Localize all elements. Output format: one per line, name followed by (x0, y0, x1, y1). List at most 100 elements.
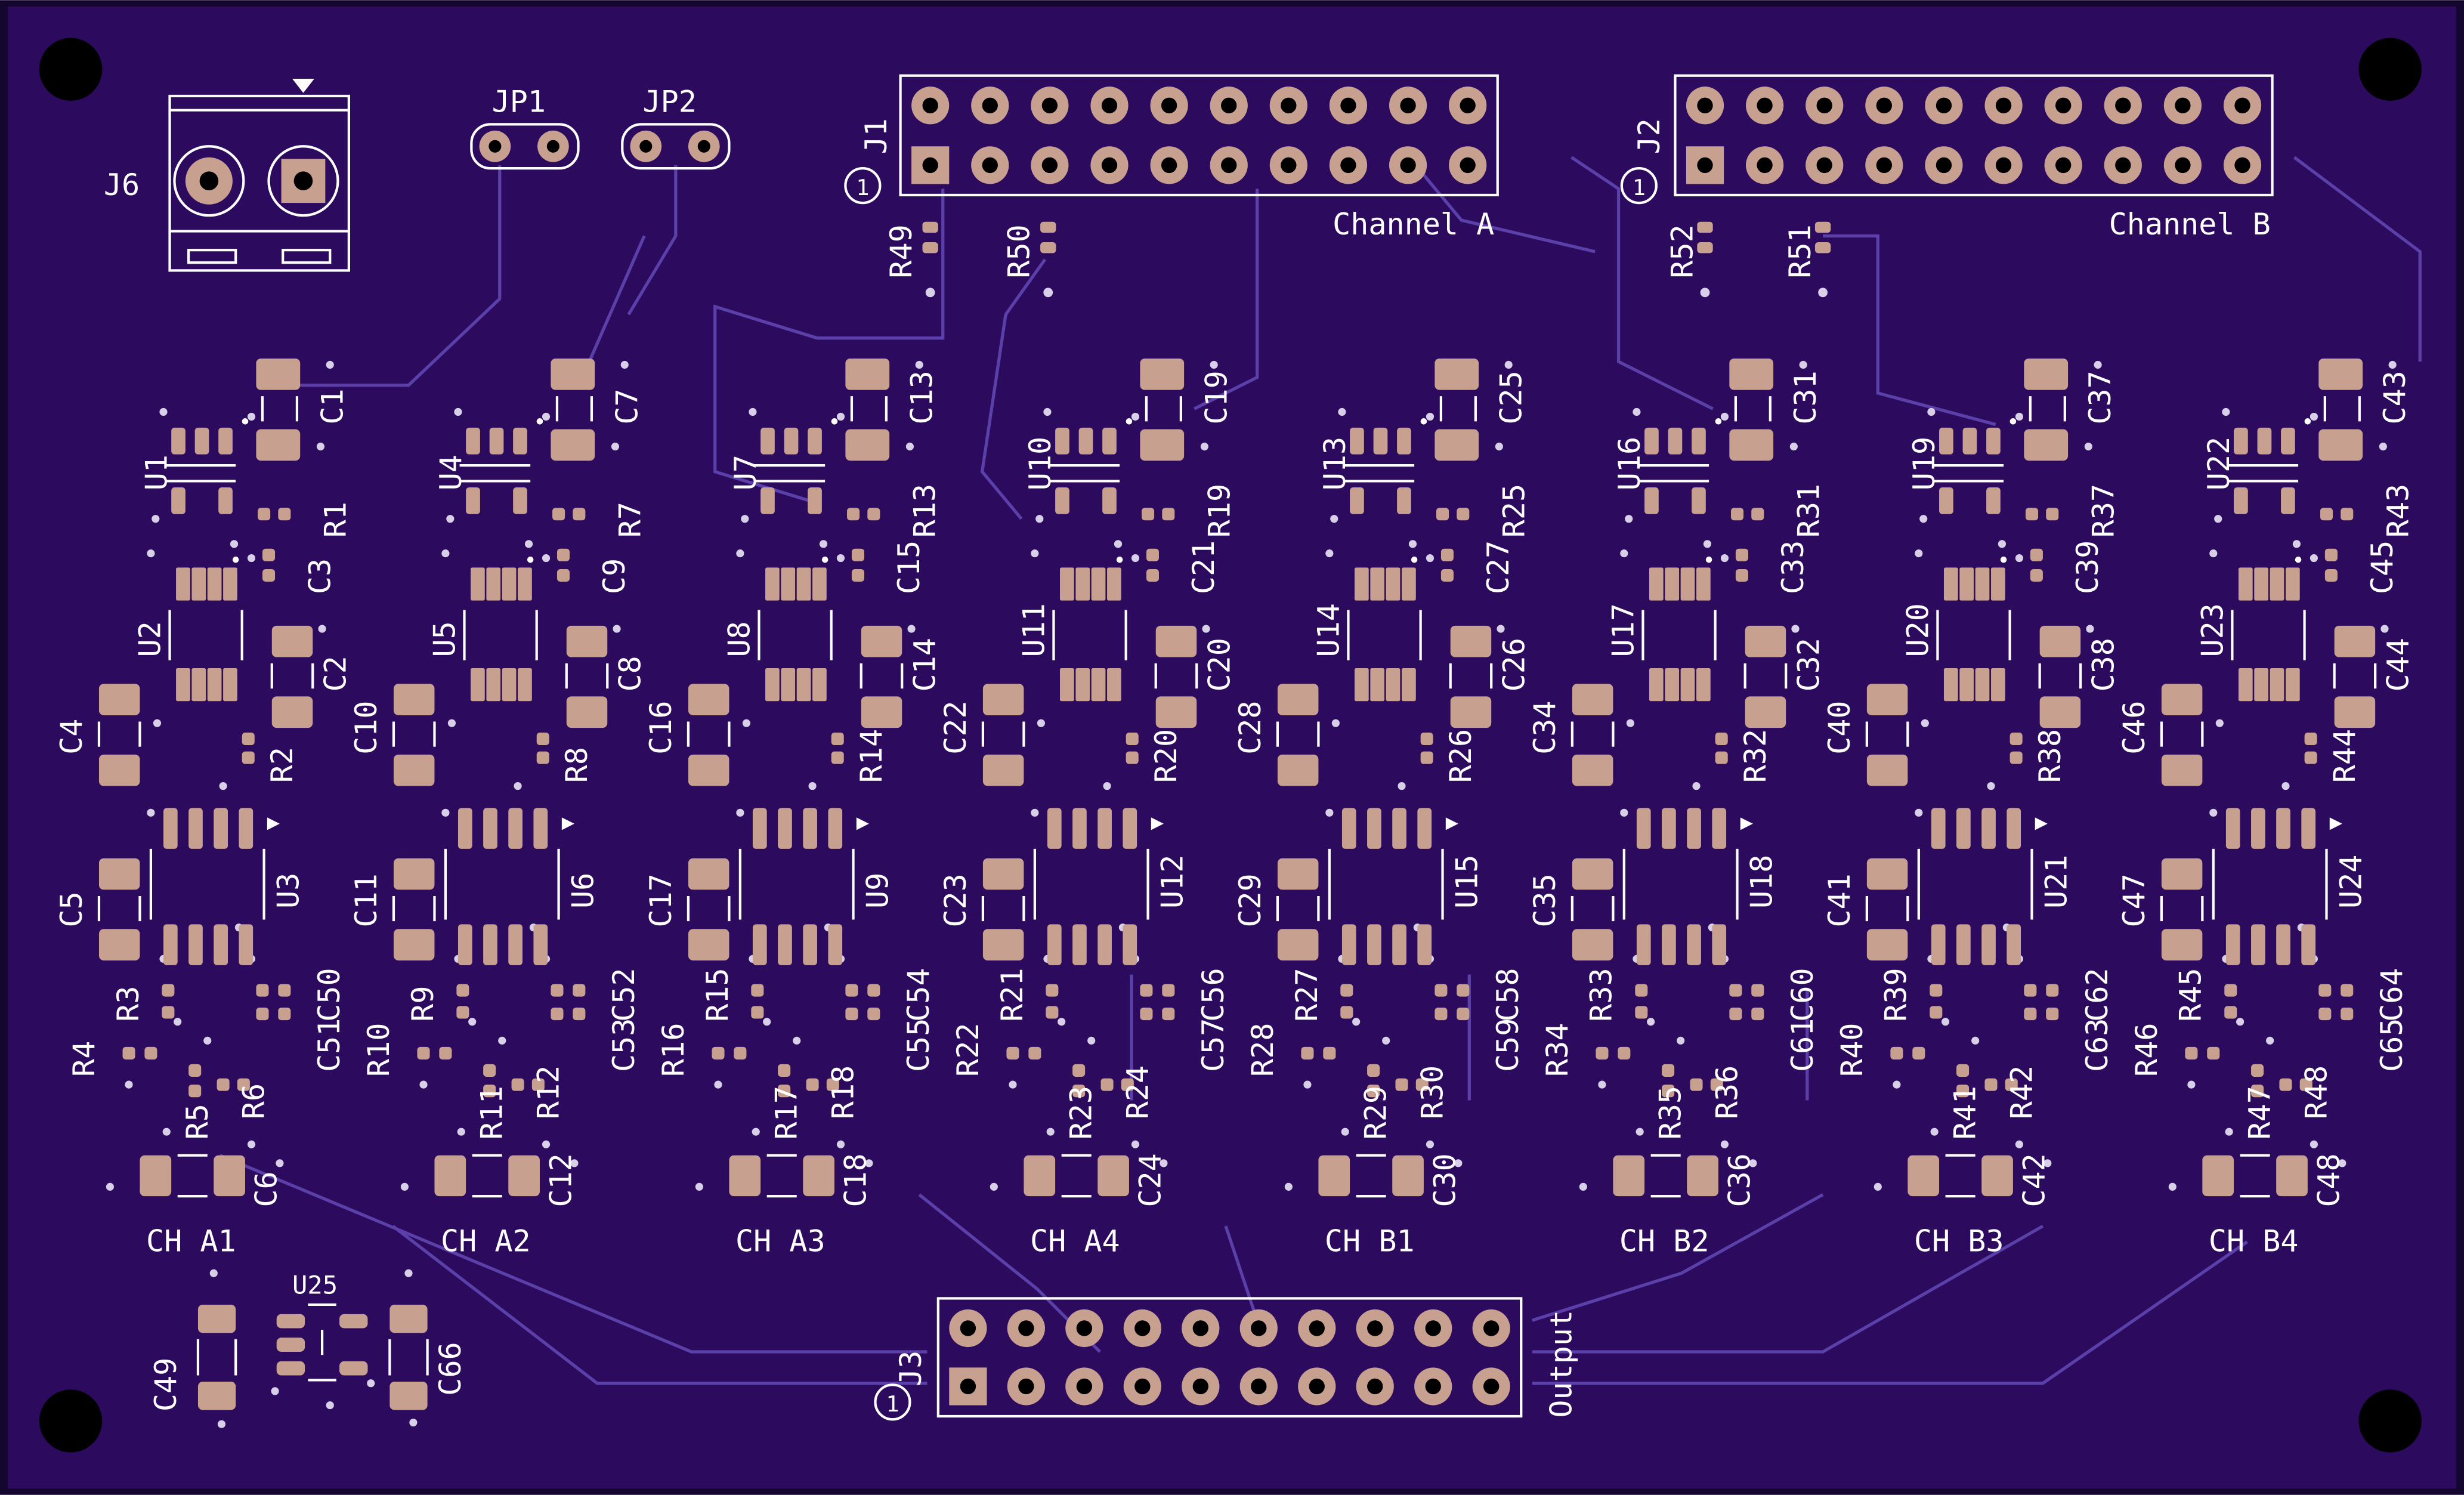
u2-pad (765, 567, 780, 601)
u1-pad (760, 427, 775, 455)
r5-pad (1072, 1064, 1086, 1077)
u-label-3: U24 (2333, 855, 2368, 909)
u1-pad (218, 427, 233, 455)
u-label-1: U7 (728, 455, 763, 490)
c5-pad (688, 858, 729, 890)
c2-pad (1745, 625, 1786, 657)
c66-label: C66 (433, 1342, 468, 1395)
via (1160, 1159, 1168, 1167)
u2-pad (471, 567, 485, 601)
c-label-2: C14 (908, 638, 942, 691)
via (2209, 549, 2218, 558)
via (2310, 1140, 2318, 1148)
j1-drill (1101, 97, 1118, 113)
r3-pad (2224, 984, 2237, 997)
via (620, 360, 629, 369)
cb-pad (2318, 984, 2332, 997)
r5-pad (1367, 1085, 1380, 1098)
mounting-hole-1 (39, 38, 103, 101)
c1-pad (2024, 358, 2069, 390)
c2-pad (271, 625, 313, 657)
top-resistor-pad-1 (1040, 221, 1056, 233)
u-label-2: U8 (722, 621, 757, 657)
trace-11 (1224, 1225, 1259, 1321)
c5-pad (1572, 858, 1613, 890)
via (106, 1182, 115, 1191)
via (1633, 407, 1641, 416)
via (1495, 442, 1503, 451)
jp1-label: JP1 (492, 84, 546, 119)
c-label-1: C19 (1199, 370, 1233, 424)
u3-pad (2276, 924, 2290, 965)
c2-pad (271, 696, 313, 728)
c2-pad (861, 625, 902, 657)
r-label-5: R29 (1359, 1086, 1393, 1139)
r-label-2: R2 (265, 747, 299, 783)
c-label-3: C39 (2070, 540, 2105, 594)
j3-pin1-circle (874, 1383, 911, 1421)
j3-drill (1425, 1320, 1441, 1336)
j1-drill (1161, 157, 1177, 174)
u2-pad (2270, 668, 2284, 702)
u2-pad (2238, 668, 2253, 702)
cb-label-1: C50 (312, 968, 347, 1021)
u1-pad (1078, 427, 1093, 455)
u2-pad (1943, 668, 1958, 702)
c5-pad (1866, 858, 1908, 890)
j1-drill (1221, 157, 1237, 174)
r6-pad (2005, 1078, 2018, 1091)
u25-label: U25 (292, 1271, 338, 1300)
c-label-2: C26 (1497, 638, 1532, 691)
via (1927, 407, 1936, 416)
c3-pad (557, 569, 570, 582)
r4-pad (122, 1046, 135, 1060)
c6-pad (140, 1155, 172, 1197)
u2-pad (1386, 567, 1401, 601)
via (1200, 442, 1208, 451)
c-label-6: C6 (249, 1171, 284, 1207)
u2-pad (207, 567, 222, 601)
u2-pad (796, 668, 811, 702)
via (1426, 412, 1435, 421)
cb-label-2: C55 (901, 1018, 936, 1072)
c3-pad (2030, 569, 2043, 582)
channel-label: CH B3 (1914, 1224, 2004, 1258)
via (468, 1018, 477, 1026)
via (1087, 1036, 1096, 1045)
r6-pad (237, 1078, 250, 1091)
u2-pad (191, 567, 206, 601)
j3-drill (1076, 1378, 1093, 1395)
j3-drill (1134, 1320, 1151, 1336)
via (1426, 554, 1435, 563)
via (1284, 1182, 1293, 1191)
via (1791, 625, 1800, 633)
j2-drill (2175, 157, 2191, 174)
r4-pad (144, 1046, 157, 1060)
c-label-4: C46 (2117, 700, 2151, 754)
via (793, 1036, 801, 1045)
u3-pad (752, 924, 767, 965)
via (247, 412, 256, 421)
via (1987, 782, 1995, 790)
via (736, 549, 744, 558)
via (125, 1080, 133, 1089)
u3-pad (1712, 808, 1727, 849)
r2-pad (536, 732, 549, 746)
trace-14 (1532, 1240, 2248, 1385)
r-label-5: R41 (1948, 1086, 1983, 1139)
j6-latch-2 (282, 249, 332, 264)
j6-outline (168, 94, 350, 272)
u25-pad (276, 1314, 305, 1329)
c2-pad (2039, 696, 2081, 728)
u3-pad (2251, 808, 2265, 849)
r-label-5: R5 (180, 1104, 215, 1139)
u3-pad (2225, 808, 2240, 849)
r-label-5: R23 (1064, 1086, 1099, 1139)
via (441, 549, 450, 558)
c-label-6: C36 (1723, 1153, 1757, 1207)
j3-drill (1309, 1378, 1325, 1395)
c3-pad (1735, 569, 1748, 582)
u3-pad (1392, 808, 1406, 849)
r1-pad (1436, 508, 1449, 521)
u3-pad (1417, 924, 1432, 965)
